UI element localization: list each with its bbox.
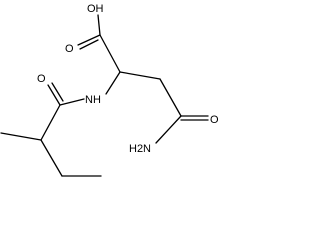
atom-label-oh: OH — [87, 3, 104, 15]
bond-ch-ch2 — [40, 139, 63, 177]
atom-label-amide-left-o: O — [37, 73, 46, 85]
bond-ch-methyl — [0, 132, 42, 141]
bond-nh-carbonyl-c — [59, 98, 85, 106]
bond-cooh-oh — [97, 14, 101, 36]
bond-cooh-carbonyl-1 — [77, 34, 101, 46]
bond-ch2-amide-c — [159, 78, 182, 117]
bond-layer — [0, 14, 209, 177]
molecule-structure: OH O O NH O H2N — [0, 3, 219, 177]
atom-label-amide-right-o: O — [210, 114, 219, 126]
bond-carbonyl-ch — [40, 104, 61, 141]
bond-cooh-alpha — [99, 34, 121, 73]
bond-cooh-carbonyl-2 — [79, 39, 99, 50]
atom-label-nh: NH — [85, 94, 101, 106]
bond-left-c-o-1 — [47, 84, 61, 106]
atom-label-layer: OH O O NH O H2N — [37, 3, 219, 155]
bond-left-c-o-2 — [51, 82, 64, 102]
atom-label-nh2: H2N — [129, 143, 151, 155]
atom-label-acid-carbonyl-o: O — [65, 43, 74, 55]
bond-alpha-ch2 — [119, 71, 161, 80]
bond-amide-c-nh2 — [155, 115, 182, 144]
bond-alpha-nh — [105, 71, 121, 95]
